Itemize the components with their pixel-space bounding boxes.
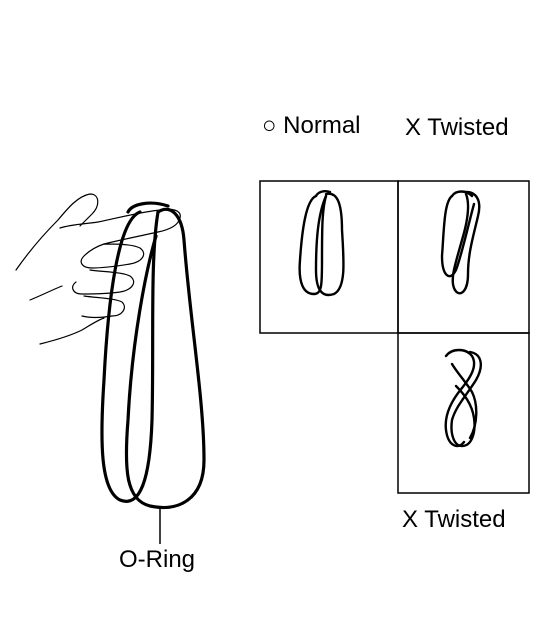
twisted-example-box-top [397,180,530,334]
normal-ring-icon [298,190,345,297]
normal-label: ○ Normal [262,112,361,139]
o-ring-label: O-Ring [119,546,196,573]
twisted-example-box-bottom [397,332,530,494]
twisted-label-bottom: X Twisted [402,506,506,533]
twisted-label-top: X Twisted [405,114,509,141]
hand-icon [15,193,181,345]
twisted-ring-bottom-icon [444,348,482,448]
normal-example-box [259,180,399,334]
twisted-ring-top-icon [440,190,481,295]
o-ring-icon [100,201,206,509]
